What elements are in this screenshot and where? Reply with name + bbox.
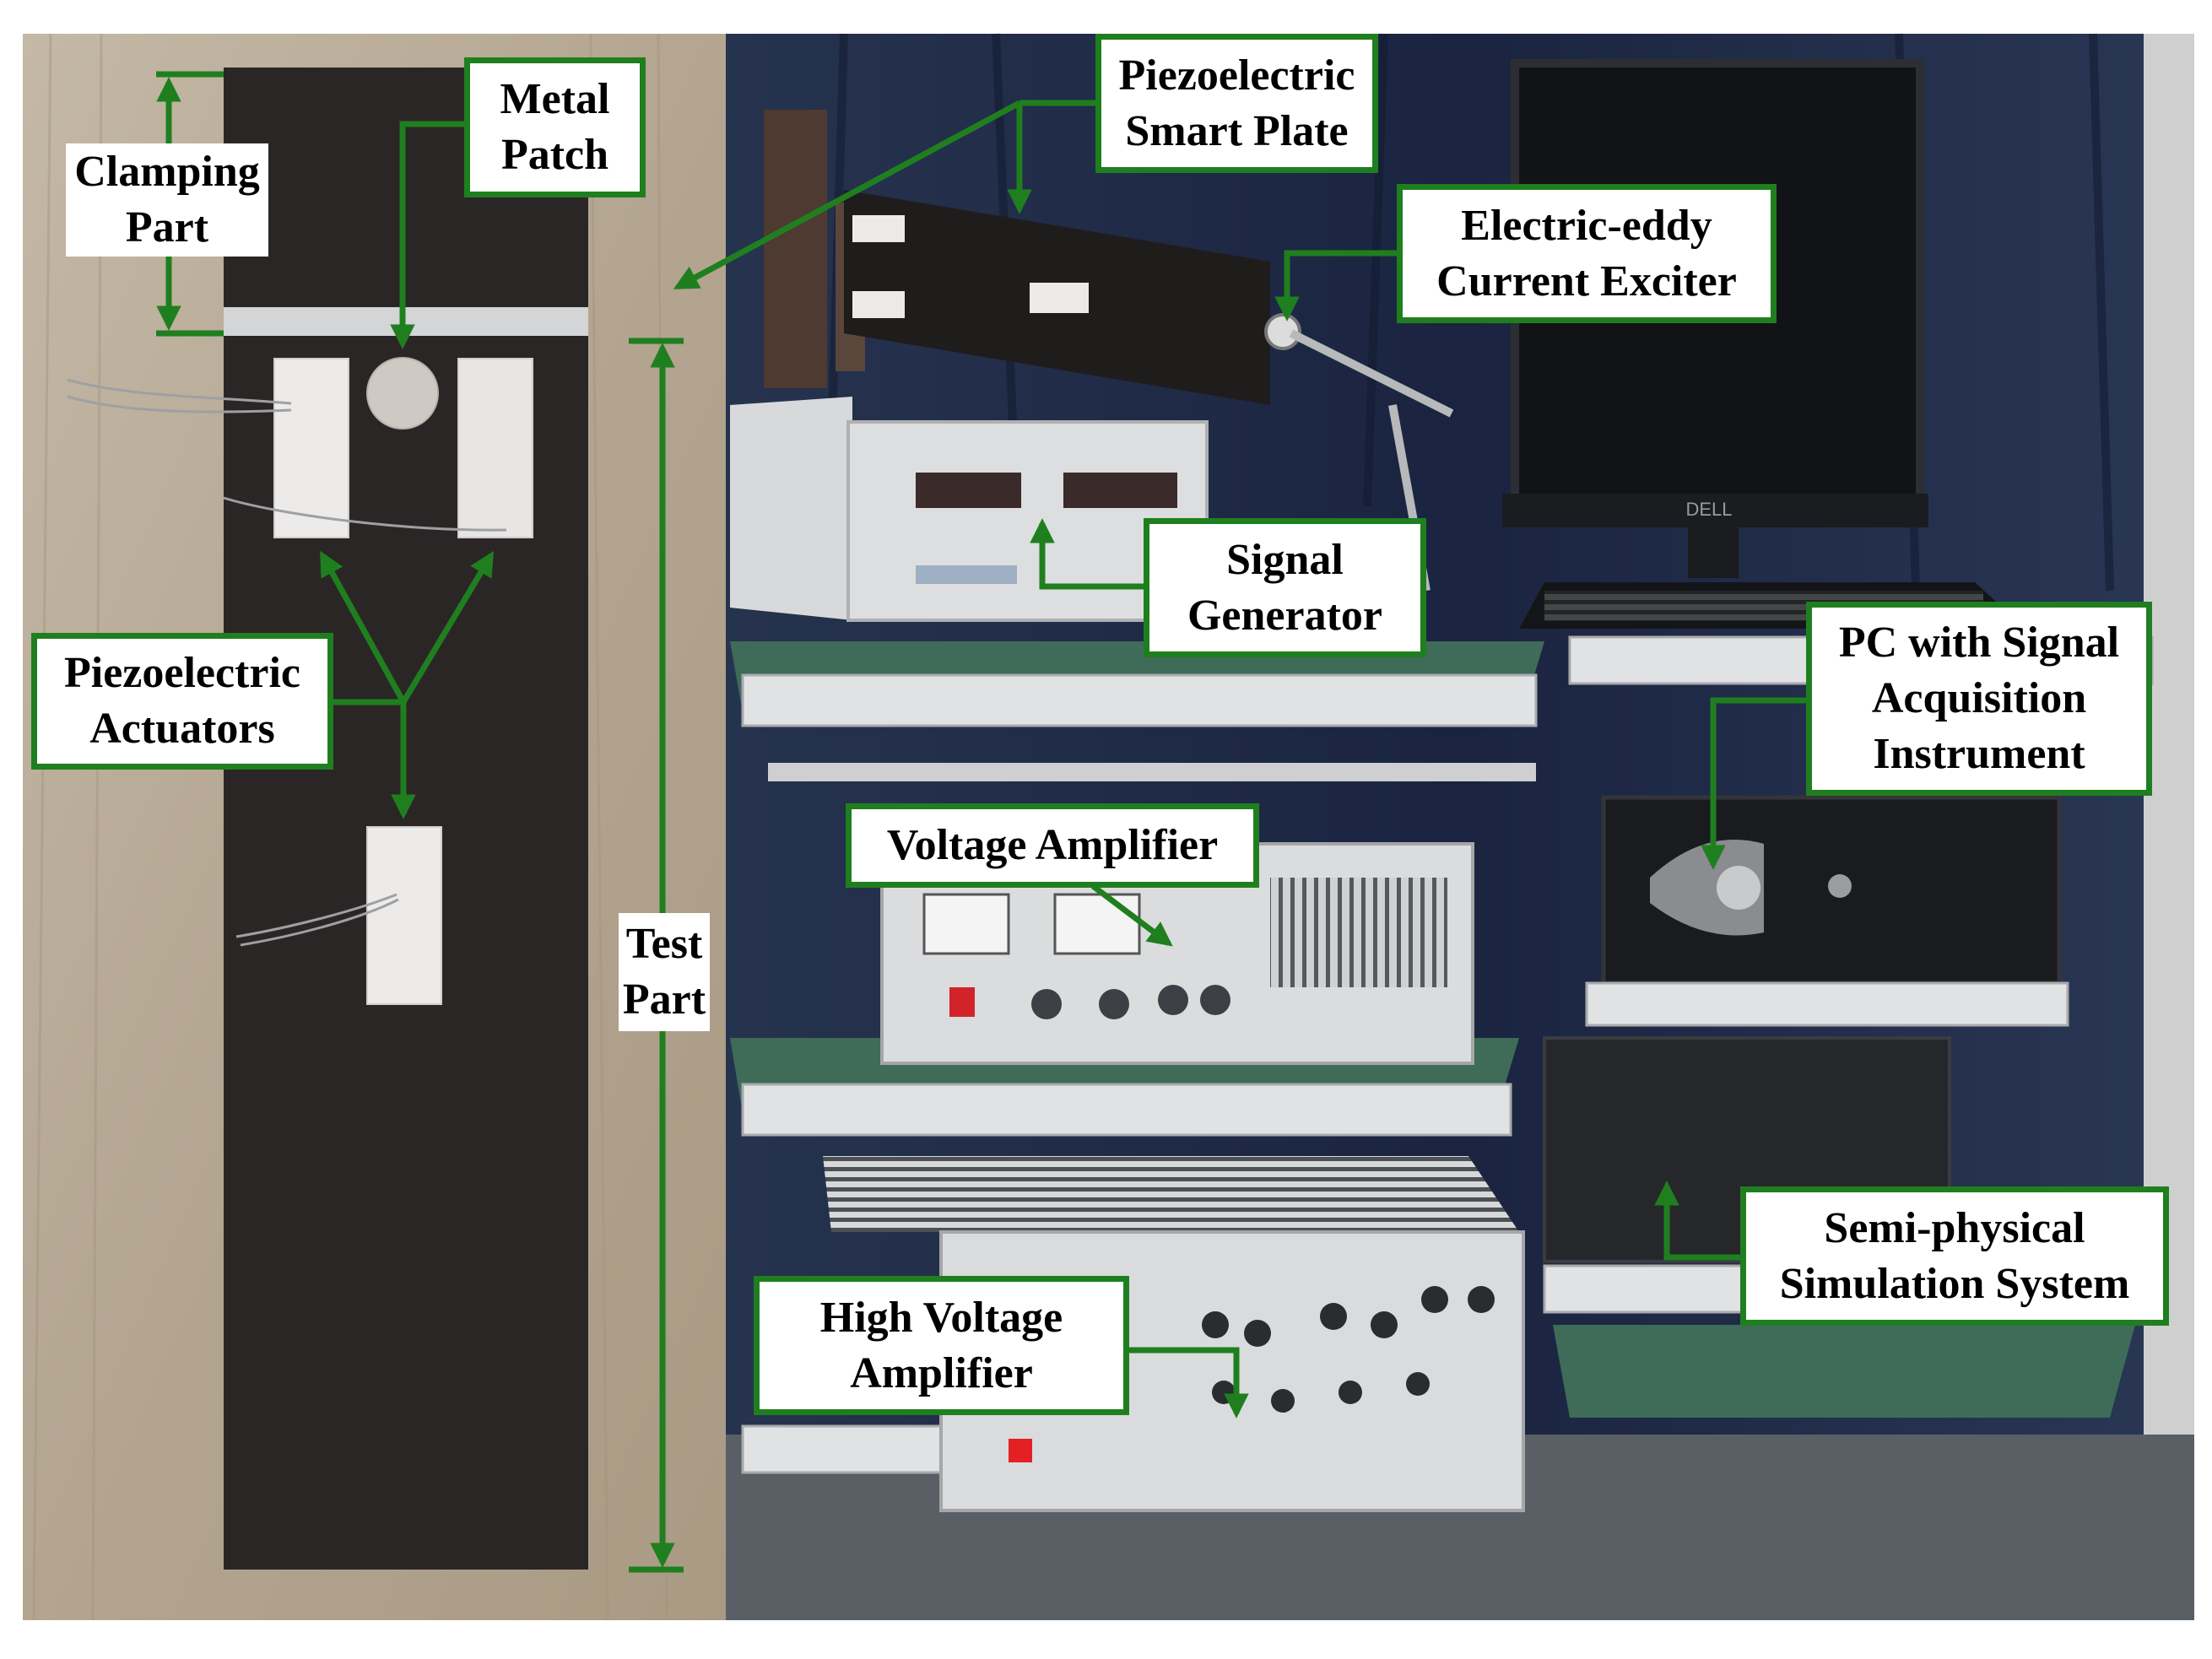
metal-patch-arrow — [390, 121, 468, 349]
monitor-logo: DELL — [1685, 499, 1732, 520]
label-high-voltage-amplifier-line2: Amplifier — [850, 1348, 1033, 1397]
label-semi-physical-line2: Simulation System — [1779, 1259, 2130, 1308]
actuator-arrow-right — [400, 550, 495, 704]
label-signal-generator-line2: Generator — [1187, 591, 1382, 640]
eddy-exciter-arrow — [1274, 250, 1401, 322]
actuator-left — [273, 358, 349, 538]
label-test-part-line2: Part — [622, 975, 706, 1024]
label-metal-patch: Metal Patch — [464, 57, 646, 197]
label-eddy-exciter-line2: Current Exciter — [1436, 257, 1737, 305]
label-piezoelectric-actuators: Piezoelectric Actuators — [31, 633, 333, 770]
label-clamping-part-line2: Part — [125, 203, 209, 251]
label-signal-generator: Signal Generator — [1144, 518, 1426, 657]
label-semi-physical-simulation-system: Semi-physical Simulation System — [1740, 1186, 2169, 1326]
label-clamping-part: Clamping Part — [66, 143, 268, 257]
label-semi-physical-line1: Semi-physical — [1824, 1203, 2085, 1252]
label-test-part-line1: Test — [625, 920, 703, 968]
label-smart-plate-line1: Piezoelectric — [1118, 51, 1355, 100]
high-voltage-amplifier-arrow — [1127, 1347, 1249, 1419]
label-piezoelectric-smart-plate: Piezoelectric Smart Plate — [1095, 34, 1378, 173]
label-smart-plate-line2: Smart Plate — [1125, 106, 1349, 155]
label-eddy-exciter-line1: Electric-eddy — [1461, 201, 1712, 250]
label-high-voltage-amplifier-line1: High Voltage — [819, 1293, 1063, 1342]
label-signal-generator-line1: Signal — [1226, 535, 1344, 584]
label-high-voltage-amplifier: High Voltage Amplifier — [754, 1276, 1129, 1415]
smart-plate-arrow-left — [673, 100, 1021, 290]
label-pc-with-signal-acquisition: PC with Signal Acquisition Instrument — [1806, 602, 2152, 796]
left-photo-panel — [23, 33, 726, 1621]
high-voltage-amplifier-grill — [823, 1156, 1519, 1232]
label-metal-patch-line1: Metal — [500, 75, 610, 123]
pc-arrow — [1701, 697, 1810, 870]
smart-plate-closeup — [224, 68, 588, 1570]
metal-patch-disc — [366, 357, 439, 430]
label-pc-line3: Instrument — [1873, 730, 2085, 778]
actuator-right — [457, 358, 533, 538]
label-pc-line2: Acquisition — [1871, 674, 2087, 722]
voltage-amplifier-arrow — [1090, 884, 1173, 947]
label-clamping-part-line1: Clamping — [74, 148, 260, 196]
label-voltage-amplifier-line1: Voltage Amplifier — [886, 821, 1219, 869]
signal-generator-arrow — [1030, 518, 1148, 590]
label-piezoelectric-actuators-line2: Actuators — [89, 705, 275, 753]
label-pc-line1: PC with Signal — [1838, 619, 2120, 667]
label-voltage-amplifier: Voltage Amplifier — [846, 803, 1259, 888]
label-metal-patch-line2: Patch — [500, 131, 609, 179]
label-piezoelectric-actuators-line1: Piezoelectric — [64, 649, 300, 697]
label-test-part: Test Part — [619, 913, 710, 1031]
label-electric-eddy-current-exciter: Electric-eddy Current Exciter — [1397, 184, 1777, 323]
semi-physical-arrow — [1654, 1181, 1751, 1261]
actuator-arrow-left — [319, 550, 407, 704]
actuator-bottom — [366, 826, 442, 1005]
